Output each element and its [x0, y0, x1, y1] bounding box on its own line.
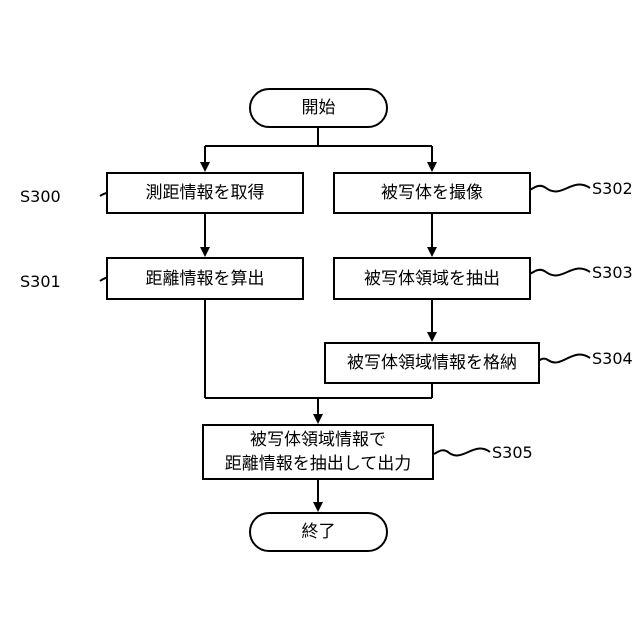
process-s300: 測距情報を取得	[106, 172, 304, 214]
process-s301: 距離情報を算出	[106, 257, 304, 300]
ref-s300: S300	[20, 188, 61, 206]
leader-s305	[434, 449, 490, 456]
process-s302: 被写体を撮像	[333, 172, 531, 214]
end-label: 終了	[302, 520, 336, 544]
leader-s302	[526, 185, 590, 192]
s302-label: 被写体を撮像	[381, 181, 483, 205]
leader-s304	[534, 355, 590, 364]
ref-s304: S304	[592, 350, 633, 368]
s301-label: 距離情報を算出	[146, 267, 265, 291]
leader-s303	[526, 269, 590, 276]
start-terminal: 開始	[249, 88, 388, 128]
ref-s305: S305	[492, 444, 533, 462]
end-terminal: 終了	[249, 512, 388, 552]
ref-s302: S302	[592, 180, 633, 198]
ref-s301: S301	[20, 273, 61, 291]
s305-label-line1: 被写体領域情報で	[250, 428, 386, 452]
ref-s303: S303	[592, 264, 633, 282]
process-s303: 被写体領域を抽出	[333, 257, 531, 300]
s305-label-line2: 距離情報を抽出して出力	[225, 452, 412, 476]
s300-label: 測距情報を取得	[146, 181, 265, 205]
process-s305: 被写体領域情報で 距離情報を抽出して出力	[202, 424, 434, 480]
process-s304: 被写体領域情報を格納	[324, 342, 540, 384]
s304-label: 被写体領域情報を格納	[347, 351, 517, 375]
s303-label: 被写体領域を抽出	[364, 267, 500, 291]
start-label: 開始	[302, 96, 336, 120]
